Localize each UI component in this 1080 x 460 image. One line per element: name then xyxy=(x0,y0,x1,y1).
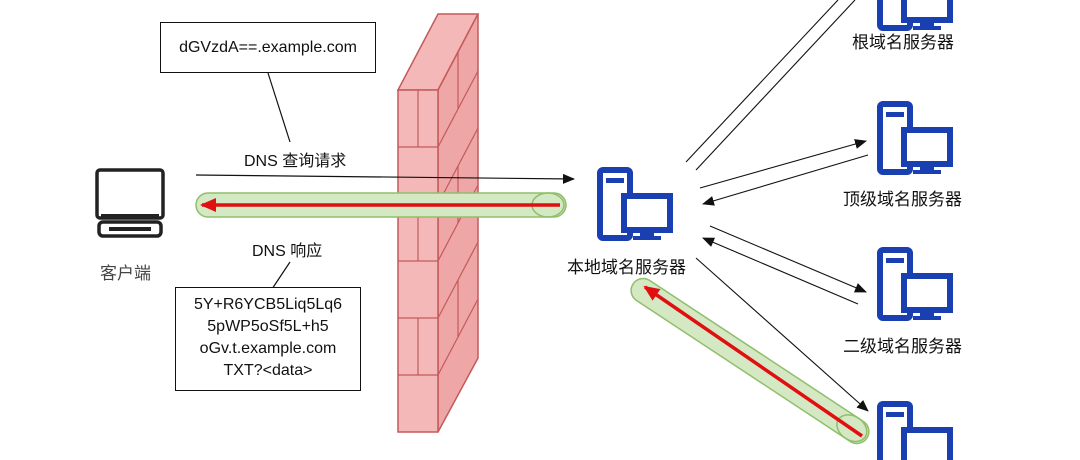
local-dns-label: 本地域名服务器 xyxy=(567,258,686,277)
tld-dns-label: 顶级域名服务器 xyxy=(843,190,962,209)
firewall xyxy=(396,13,480,433)
local-to-auth-arrow xyxy=(695,257,869,412)
local-to-sld-arrow xyxy=(709,225,867,293)
query-domain-text: dGVzdA==.example.com xyxy=(179,38,357,56)
dns-query-label: DNS 查询请求 xyxy=(244,147,347,171)
query-box-connector xyxy=(267,72,291,143)
local-to-tld-arrow xyxy=(699,139,867,189)
local-to-root-arrow xyxy=(685,0,839,163)
dns-response-label: DNS 响应 xyxy=(252,237,323,261)
authoritative-server-icon xyxy=(877,401,953,460)
tld-dns-server-icon xyxy=(877,101,953,175)
root-dns-label: 根域名服务器 xyxy=(852,33,954,52)
response-line: TXT?<data> xyxy=(223,362,313,379)
second-level-dns-server-icon xyxy=(877,247,953,321)
client-label: 客户端 xyxy=(100,264,151,283)
response-data-box: 5Y+R6YCB5Liq5Lq6 5pWP5oSf5L+h5 oGv.t.exa… xyxy=(175,287,361,391)
response-line: 5pWP5oSf5L+h5 xyxy=(207,318,329,335)
dns-query-arrow xyxy=(195,173,575,184)
tld-to-local-arrow xyxy=(702,154,869,206)
root-to-local-arrow xyxy=(695,0,856,171)
upstream-data-arrow xyxy=(643,285,863,438)
response-line: 5Y+R6YCB5Liq5Lq6 xyxy=(193,296,343,313)
response-line: oGv.t.example.com xyxy=(199,340,337,357)
diagonal-tunnel xyxy=(630,277,870,445)
response-tunnel xyxy=(195,192,567,218)
second-level-dns-label: 二级域名服务器 xyxy=(843,337,962,356)
local-dns-server-icon xyxy=(597,167,673,241)
client-computer-icon xyxy=(95,168,165,238)
root-dns-server-icon xyxy=(877,0,953,31)
sld-to-local-arrow xyxy=(702,237,859,305)
query-domain-box: dGVzdA==.example.com xyxy=(160,22,376,73)
